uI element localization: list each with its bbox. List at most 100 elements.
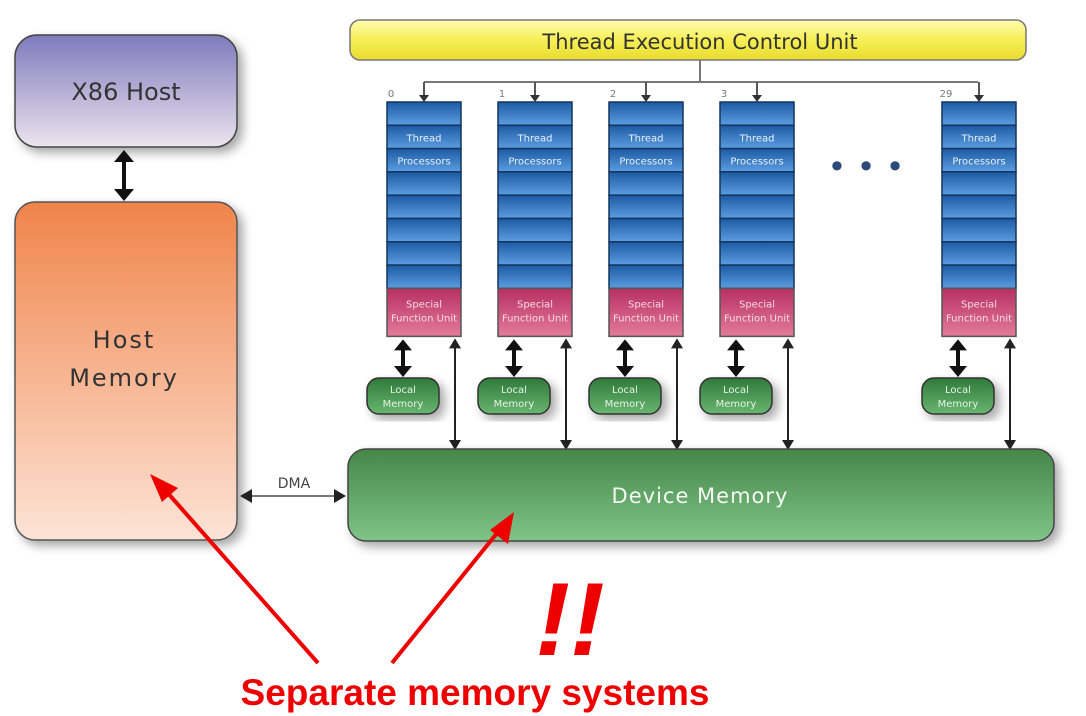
ellipsis-more-processors: • • • bbox=[828, 148, 905, 186]
sfu-label: Special bbox=[517, 299, 553, 310]
thread-execution-control-unit: Thread Execution Control Unit bbox=[349, 19, 1027, 61]
thread-processor-cell bbox=[608, 217, 684, 243]
host-memory-label-line2: Memory bbox=[69, 364, 179, 392]
control-distribution-lines bbox=[424, 60, 978, 83]
thread-processor-cell bbox=[719, 217, 795, 243]
host-memory-label-line1: Host bbox=[93, 326, 156, 354]
sfu-label: Function Unit bbox=[946, 313, 1012, 324]
arrow-to-host-memory bbox=[156, 480, 320, 665]
processor-index-label: 0 bbox=[388, 89, 394, 100]
special-function-unit bbox=[608, 287, 684, 338]
sfu-label: Special bbox=[628, 299, 664, 310]
thread-processor-label: Thread bbox=[406, 133, 442, 144]
local-memory-label: Local bbox=[390, 385, 416, 396]
local-memory-label: Memory bbox=[383, 399, 424, 410]
thread-processor-cell bbox=[719, 241, 795, 266]
special-function-unit bbox=[497, 287, 573, 338]
thread-processor-cell bbox=[497, 171, 573, 196]
thread-processor-label: Processors bbox=[730, 157, 783, 168]
host-bus-arrow bbox=[114, 150, 134, 201]
thread-processor-cell bbox=[608, 264, 684, 290]
thread-processor-label: Thread bbox=[628, 133, 664, 144]
thread-processor-cell bbox=[386, 217, 462, 243]
control-drop-arrowhead bbox=[974, 95, 984, 102]
thread-processor-cell bbox=[941, 264, 1017, 290]
local-memory-label: Memory bbox=[605, 399, 646, 410]
special-function-unit bbox=[719, 287, 795, 338]
thread-processor-cell bbox=[386, 171, 462, 196]
thread-processor-cell bbox=[719, 101, 795, 127]
thread-processor-cell bbox=[497, 101, 573, 127]
thread-processor-cell bbox=[719, 194, 795, 220]
sfu-label: Special bbox=[406, 299, 442, 310]
sfu-label: Function Unit bbox=[613, 313, 679, 324]
thread-processor-cell bbox=[941, 194, 1017, 220]
arrow-head-host bbox=[150, 474, 178, 502]
thread-processor-cell bbox=[497, 241, 573, 266]
thread-processor-cell bbox=[386, 241, 462, 266]
host-memory-block: Host Memory bbox=[14, 201, 238, 541]
thread-processor-cell bbox=[497, 194, 573, 220]
x86-host-block: X86 Host bbox=[14, 34, 238, 148]
thread-processor-cell bbox=[608, 171, 684, 196]
thread-processor-cell bbox=[941, 217, 1017, 243]
thread-processor-cell bbox=[386, 101, 462, 127]
annotation-arrows bbox=[150, 474, 514, 665]
control-drop-arrowhead bbox=[752, 95, 762, 102]
thread-processor-cell bbox=[941, 171, 1017, 196]
control-drop-arrowhead bbox=[419, 95, 429, 102]
special-function-unit bbox=[941, 287, 1017, 338]
processor-index-label: 3 bbox=[721, 89, 727, 100]
thread-processor-cell bbox=[608, 194, 684, 220]
thread-processor-label: Thread bbox=[739, 133, 775, 144]
local-memory-label: Local bbox=[501, 385, 527, 396]
local-memory-label: Memory bbox=[494, 399, 535, 410]
sfu-label: Special bbox=[961, 299, 997, 310]
sfu-label: Special bbox=[739, 299, 775, 310]
thread-processor-label: Processors bbox=[619, 157, 672, 168]
processor-index-label: 1 bbox=[499, 89, 505, 100]
processor-index-label: 2 bbox=[610, 89, 616, 100]
special-function-unit bbox=[386, 287, 462, 338]
thread-processor-cell bbox=[386, 194, 462, 220]
thread-processor-cell bbox=[719, 171, 795, 196]
thread-processor-label: Processors bbox=[508, 157, 561, 168]
local-memory-label: Local bbox=[723, 385, 749, 396]
x86-host-label: X86 Host bbox=[71, 78, 180, 106]
local-memory-label: Local bbox=[945, 385, 971, 396]
control-unit-label: Thread Execution Control Unit bbox=[541, 30, 857, 54]
thread-processor-cell bbox=[608, 101, 684, 127]
thread-processor-cell bbox=[497, 217, 573, 243]
thread-processor-cell bbox=[608, 241, 684, 266]
dma-link: DMA bbox=[240, 476, 346, 503]
thread-processor-label: Thread bbox=[517, 133, 553, 144]
sfu-label: Function Unit bbox=[502, 313, 568, 324]
thread-processor-cell bbox=[941, 101, 1017, 127]
device-memory-block: Device Memory bbox=[347, 448, 1055, 542]
thread-processor-label: Processors bbox=[952, 157, 1005, 168]
control-drop-arrowhead bbox=[530, 95, 540, 102]
thread-processor-cell bbox=[386, 264, 462, 290]
local-memory-label: Memory bbox=[716, 399, 757, 410]
sfu-label: Function Unit bbox=[724, 313, 790, 324]
arrow-head-device bbox=[490, 512, 514, 544]
control-drop-arrowhead bbox=[641, 95, 651, 102]
processor-index-label: 29 bbox=[940, 89, 953, 100]
exclamation-marks: !! bbox=[535, 562, 604, 678]
dma-label: DMA bbox=[278, 476, 311, 492]
thread-processor-cell bbox=[719, 264, 795, 290]
caption: Separate memory systems bbox=[241, 672, 710, 713]
local-memory-label: Local bbox=[612, 385, 638, 396]
thread-processor-cell bbox=[941, 241, 1017, 266]
